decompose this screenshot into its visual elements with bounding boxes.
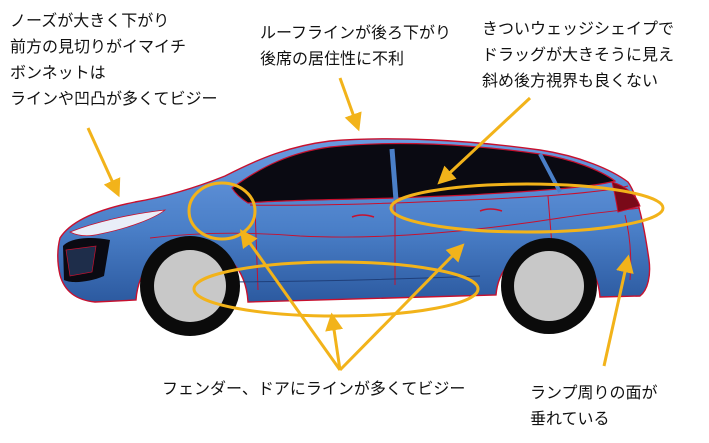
headlight: [69, 209, 167, 237]
annotation-roof: ルーフラインが後ろ下がり 後席の居住性に不利: [260, 20, 451, 72]
annotation-line: ランプ周りの面が: [530, 383, 658, 402]
windows: [231, 142, 617, 204]
annotation-line: きついウェッジシェイプで: [482, 19, 675, 38]
arrow-icon: [86, 77, 634, 372]
annotation-fender: フェンダー、ドアにラインが多くてビジー: [162, 376, 465, 402]
annotation-wedge: きついウェッジシェイプで ドラッグが大きそうに見え 斜め後方視界も良くない: [482, 16, 674, 94]
annotation-line: 斜め後方視界も良くない: [482, 71, 659, 90]
annotation-line: 後席の居住性に不利: [260, 49, 405, 68]
annotation-nose: ノーズが大きく下がり 前方の見切りがイマイチ ボンネットは ラインや凹凸が多くて…: [10, 8, 218, 112]
ellipse-highlight: [389, 182, 665, 234]
annotation-line: ドラッグが大きそうに見え: [482, 45, 675, 64]
ellipse-highlight: [187, 181, 257, 241]
annotation-line: ノーズが大きく下がり: [10, 11, 170, 30]
annotation-line: 垂れている: [530, 409, 610, 428]
annotation-line: 前方の見切りがイマイチ: [10, 37, 187, 56]
annotation-line: ルーフラインが後ろ下がり: [260, 23, 452, 42]
annotation-lamp: ランプ周りの面が 垂れている: [530, 380, 658, 432]
annotation-line: ボンネットは: [10, 63, 106, 82]
annotation-line: ラインや凹凸が多くてビジー: [10, 89, 218, 108]
annotation-line: フェンダー、ドアにラインが多くてビジー: [162, 379, 466, 398]
